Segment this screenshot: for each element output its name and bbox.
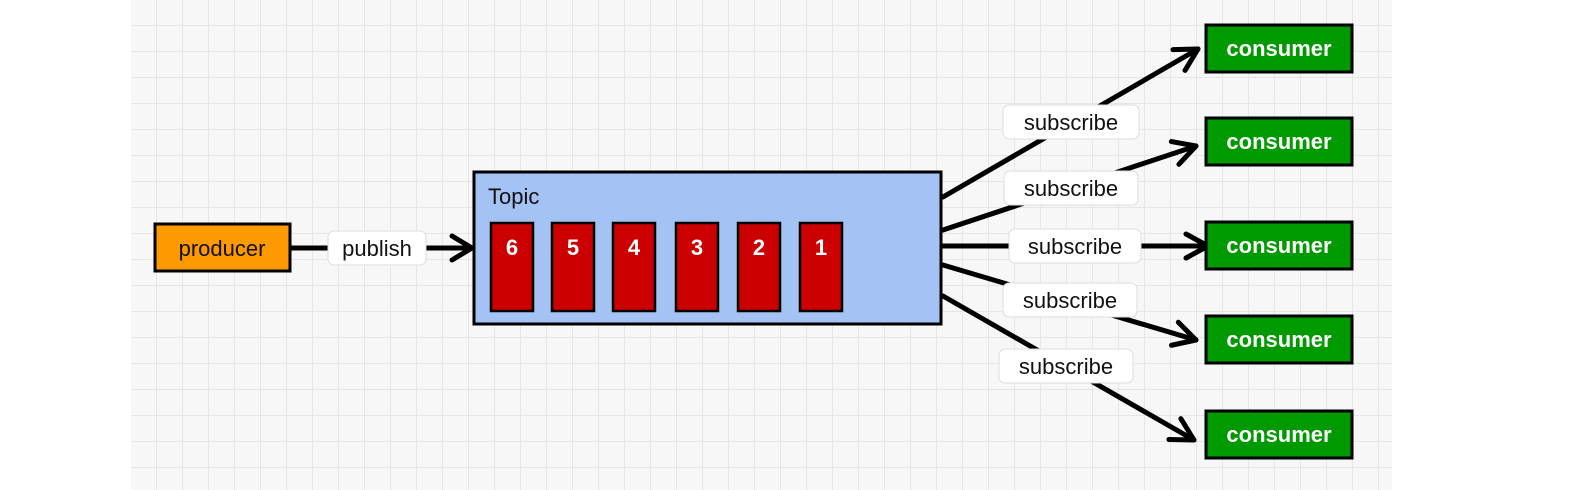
message-number: 4 (628, 235, 641, 260)
consumer-label: consumer (1226, 233, 1332, 258)
subscribe-label: subscribe (1024, 176, 1118, 201)
message-block: 6 (489, 221, 535, 313)
message-queue: 6 5 4 3 2 1 (489, 221, 844, 313)
message-block: 5 (550, 221, 596, 313)
subscribe-edge: subscribe (940, 139, 1199, 233)
consumer-label: consumer (1226, 422, 1332, 447)
consumer-node[interactable]: consumer (1204, 409, 1354, 460)
subscribe-label-box (998, 348, 1134, 384)
subscribe-label: subscribe (1019, 354, 1113, 379)
subscribe-label: subscribe (1024, 110, 1118, 135)
message-block: 1 (798, 221, 844, 313)
subscribe-label: subscribe (1028, 234, 1122, 259)
subscriptions: subscribe consumer subscribe consumer subscr… (940, 23, 1354, 460)
subscribe-edge: subscribe (940, 46, 1201, 200)
consumer-node[interactable]: consumer (1204, 116, 1354, 167)
consumer-node[interactable]: consumer (1204, 314, 1354, 365)
consumer-node[interactable]: consumer (1204, 220, 1354, 271)
publish-label-box (327, 230, 427, 266)
message-block: 2 (736, 221, 782, 313)
publish-edge: publish (287, 230, 475, 266)
subscribe-label: subscribe (1023, 288, 1117, 313)
consumer-label: consumer (1226, 36, 1332, 61)
message-block: 4 (611, 221, 657, 313)
message-number: 3 (691, 235, 703, 260)
subscribe-label-box (1008, 228, 1142, 264)
topic-label: Topic (488, 184, 539, 209)
subscribe-label-box (1002, 104, 1140, 140)
publish-label: publish (342, 236, 412, 261)
message-number: 5 (567, 235, 579, 260)
message-block: 3 (674, 221, 720, 313)
producer-label: producer (179, 236, 266, 261)
subscribe-label-box (1002, 282, 1138, 318)
message-number: 1 (815, 235, 827, 260)
subscribe-edge: subscribe (940, 228, 1211, 264)
consumer-node[interactable]: consumer (1204, 23, 1354, 74)
subscribe-edge: subscribe (940, 262, 1199, 348)
subscribe-label-box (1003, 170, 1139, 206)
consumer-label: consumer (1226, 129, 1332, 154)
producer-node[interactable]: producer (153, 222, 292, 273)
message-number: 6 (506, 235, 518, 260)
consumer-label: consumer (1226, 327, 1332, 352)
subscribe-edge: subscribe (940, 293, 1197, 443)
message-number: 2 (753, 235, 765, 260)
topic-node[interactable]: Topic 6 5 4 3 2 1 (472, 170, 943, 326)
